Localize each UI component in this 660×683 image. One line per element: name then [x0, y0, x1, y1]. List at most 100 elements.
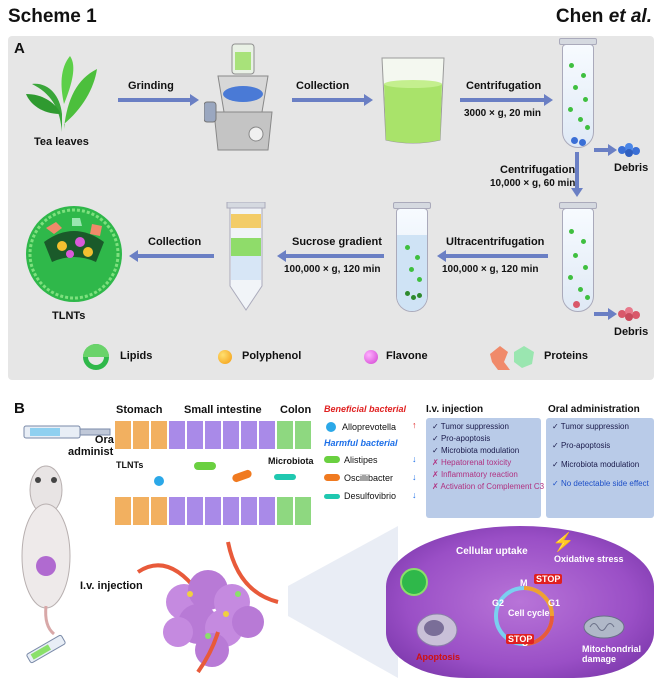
- tea-leaves-label: Tea leaves: [34, 136, 89, 148]
- mito-damage-label: Mitochondrial damage: [582, 644, 641, 664]
- debris1-label: Debris: [614, 162, 649, 174]
- debris1-icon: [618, 143, 640, 157]
- oral-item-pos-1: ✓ Tumor suppression: [552, 422, 629, 431]
- alloprevotella-icon: [326, 422, 336, 432]
- bacteria-desulfovibrio: Desulfovibrio: [344, 491, 397, 501]
- cycle-g1-label: G1: [548, 598, 561, 608]
- arrow-centrifugation2: [575, 152, 579, 190]
- step-collection-label: Collection: [296, 80, 350, 92]
- tube2: [562, 208, 594, 312]
- down-arrow-icon-2: ↓: [412, 472, 417, 482]
- panel-a: A Tea leaves Grinding Collection Centrif…: [8, 36, 654, 380]
- desulfovibrio-bacterium-icon: [274, 474, 296, 480]
- tlnts-label: TLNTs: [52, 310, 86, 322]
- juicer-icon: [204, 43, 273, 151]
- step-sucrose-sub: 100,000 × g, 120 min: [284, 264, 381, 275]
- stop-sign-2: STOP: [506, 634, 535, 644]
- beneficial-title: Beneficial bacterial: [324, 404, 407, 414]
- lipids-icon: [83, 344, 109, 370]
- step-centrifugation2-sub: 10,000 × g, 60 min: [490, 178, 576, 189]
- iv-box-title: I.v. injection: [426, 404, 484, 415]
- alistipes-bacterium-icon: [194, 462, 216, 470]
- step-ultracentrifugation-sub: 100,000 × g, 120 min: [442, 264, 539, 275]
- alistipes-icon: [324, 456, 340, 463]
- tumor-icon: [136, 541, 279, 674]
- oral-item-pos-2: ✓ Pro-apoptosis: [552, 441, 611, 450]
- desulfovibrio-icon: [324, 494, 340, 499]
- cycle-g2-label: G2: [492, 598, 505, 608]
- oral-admin-line1: Oral: [94, 434, 117, 446]
- oral-effects-box: ✓ Tumor suppression ✓ Pro-apoptosis ✓ Mi…: [546, 418, 654, 518]
- arrow-collection2: [129, 250, 214, 262]
- debris2-icon: [618, 307, 640, 321]
- mitochondria-icon: [583, 615, 625, 639]
- up-arrow-icon: ↑: [412, 420, 417, 430]
- oral-box-title: Oral administration: [548, 404, 640, 415]
- iv-item-neg-3: ✗ Activation of Complement C3: [432, 482, 545, 491]
- arrow-centrifugation2-head: [571, 188, 583, 197]
- tlnt-uptake-icon: [400, 568, 428, 596]
- bacteria-alistipes: Alistipes: [344, 455, 378, 465]
- legend: Lipids Polyphenol Flavone Proteins: [68, 342, 628, 372]
- panel-a-letter: A: [14, 40, 25, 57]
- tube3: [396, 208, 428, 312]
- zoom-cone-icon: [288, 526, 398, 678]
- arrow-grinding: [118, 94, 199, 106]
- iv-effects-box: ✓ Tumor suppression ✓ Pro-apoptosis ✓ Mi…: [426, 418, 545, 518]
- oscillibacter-bacterium-icon: [231, 468, 253, 484]
- flavone-icon: [364, 350, 378, 364]
- cycle-m-label: M: [520, 578, 528, 588]
- tlnt-particle-icon: [154, 476, 164, 486]
- legend-polyphenol: Polyphenol: [242, 350, 302, 362]
- cancer-cell: [386, 526, 654, 678]
- debris2-label: Debris: [614, 326, 649, 338]
- arrow-collection: [292, 94, 373, 106]
- step-centrifugation1-sub: 3000 × g, 20 min: [464, 108, 541, 119]
- arrow-debris2: [594, 308, 617, 320]
- proteins-icon: [490, 346, 534, 370]
- scheme-title: Scheme 1: [8, 6, 97, 27]
- oral-item-blue: ✓ No detectable side effect: [552, 479, 649, 488]
- tlnt-nanoparticle-icon: [26, 206, 122, 302]
- intestine-diagram: TLNTs Microbiota: [114, 420, 320, 526]
- arrow-centrifugation1: [460, 94, 553, 106]
- iv-item-pos-2: ✓ Pro-apoptosis: [432, 434, 491, 443]
- region-colon: Colon: [280, 404, 312, 416]
- author-suffix: et al.: [608, 6, 652, 27]
- bacteria-oscillibacter: Oscillibacter: [344, 473, 394, 483]
- iv-syringe-icon: [26, 634, 66, 664]
- panel-b-letter: B: [14, 400, 25, 417]
- bacteria-alloprevotella: Alloprevotella: [342, 422, 397, 432]
- mouse-icon: [21, 465, 71, 636]
- legend-proteins: Proteins: [544, 350, 589, 362]
- microbiota-label: Microbiota: [268, 456, 314, 466]
- harmful-title: Harmful bacterial: [324, 438, 398, 448]
- region-stomach: Stomach: [116, 404, 163, 416]
- legend-lipids: Lipids: [120, 350, 153, 362]
- tea-leaves-icon: [26, 56, 97, 132]
- iv-item-neg-2: ✗ Inflammatory reaction: [432, 470, 518, 479]
- iv-injection-label: I.v. injection: [80, 580, 143, 592]
- step-grinding-label: Grinding: [128, 80, 174, 92]
- apoptosis-icon: [416, 613, 458, 647]
- oral-item-pos-3: ✓ Microbiota modulation: [552, 460, 640, 469]
- step-collection2-label: Collection: [148, 236, 202, 248]
- iv-item-neg-1: ✗ Hepatorenal toxicity: [432, 458, 512, 467]
- region-small-intestine: Small intestine: [184, 404, 262, 416]
- arrow-ultracentrifugation: [437, 250, 548, 262]
- iv-item-pos-1: ✓ Tumor suppression: [432, 422, 509, 431]
- down-arrow-icon-3: ↓: [412, 490, 417, 500]
- oscillibacter-icon: [324, 474, 340, 481]
- tube1: [562, 44, 594, 148]
- cell-uptake-label: Cellular uptake: [456, 546, 528, 557]
- step-centrifugation2-label: Centrifugation: [500, 164, 576, 176]
- arrow-sucrose: [277, 250, 384, 262]
- lightning-icon: ⚡: [552, 532, 575, 552]
- oxidative-stress-label: Oxidative stress: [554, 554, 624, 564]
- apoptosis-label: Apoptosis: [416, 652, 460, 662]
- gradient-tube-icon: [226, 202, 266, 311]
- legend-flavone: Flavone: [386, 350, 428, 362]
- tlnts-intestine-label: TLNTs: [116, 460, 144, 470]
- polyphenol-icon: [218, 350, 232, 364]
- step-ultracentrifugation-label: Ultracentrifugation: [446, 236, 545, 248]
